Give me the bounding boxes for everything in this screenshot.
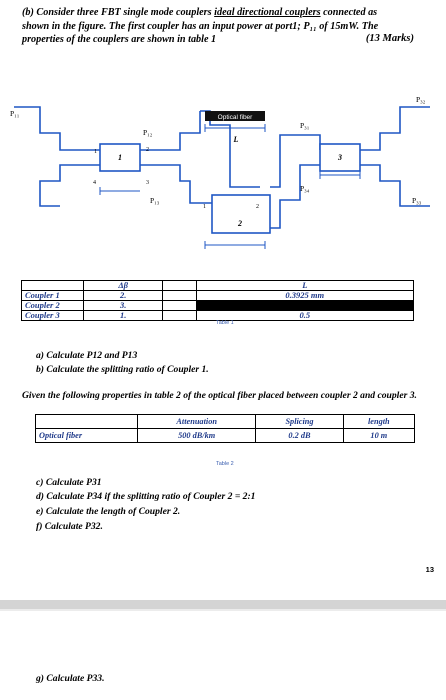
label-port-3: 3 [146, 180, 149, 186]
question-c: c) Calculate P31 [36, 477, 102, 488]
coupler-2-number: 2 [237, 219, 242, 228]
coupler-3-number: 3 [337, 153, 342, 162]
marks-label: (13 Marks) [365, 33, 414, 44]
label-p33: P₃₃ [412, 196, 422, 205]
label-p11: P₁₁ [10, 109, 20, 118]
label-port-1: 1 [94, 149, 97, 155]
table-2: Attenuation Splicing length Optical fibe… [35, 414, 416, 443]
label-port-2: 2 [146, 147, 149, 153]
question-line-1-end: connected as [320, 7, 378, 18]
label-p31: P₃₁ [300, 121, 310, 130]
header-length: length [342, 414, 416, 429]
label-p13: P₁₃ [150, 196, 160, 205]
label-p12: P₁₂ [143, 128, 153, 137]
question-underlined: ideal directional couplers [214, 7, 321, 18]
given-text: Given the following properties in table … [22, 390, 417, 401]
label-p32: P₃₂ [416, 95, 426, 104]
table-1-caption: Table 1 [216, 320, 234, 326]
label-c2-port-2: 2 [256, 204, 259, 210]
question-line-2: shown in the figure. The first coupler h… [22, 20, 379, 32]
question-text: (b) Consider three FBT single mode coupl… [22, 6, 432, 47]
table-2-header: Attenuation Splicing length [35, 414, 416, 429]
optical-fiber-label: Optical fiber [218, 114, 254, 121]
table-1: Δβ L Coupler 1 2. 0.3925 mm Coupler 2 3.… [21, 280, 415, 321]
redacted-cell [195, 300, 415, 311]
page-separator-shadow [0, 609, 446, 611]
table-row: Optical fiber 500 dB/km 0.2 dB 10 m [35, 428, 416, 443]
coupler-3-box [319, 143, 361, 172]
question-g: g) Calculate P33. [36, 673, 105, 684]
question-b: b) Calculate the splitting ratio of Coup… [36, 364, 209, 375]
table-row: Coupler 2 3. [21, 300, 415, 311]
question-f: f) Calculate P32. [36, 521, 103, 532]
table-row: Coupler 3 1. 0.5 [21, 310, 415, 321]
label-c2-port-1: 1 [203, 204, 206, 210]
optical-fiber-block [205, 111, 265, 121]
header-attenuation: Attenuation [136, 414, 257, 429]
table-2-caption: Table 2 [216, 461, 234, 467]
question-line-3: properties of the couplers are shown in … [22, 34, 217, 45]
fiber-lines [14, 106, 430, 229]
label-port-4: 4 [93, 180, 96, 186]
header-splicing: Splicing [255, 414, 344, 429]
question-e: e) Calculate the length of Coupler 2. [36, 506, 181, 517]
question-a: a) Calculate P12 and P13 [36, 350, 138, 361]
coupler-1-number: 1 [118, 153, 122, 162]
length-dimension [99, 124, 361, 249]
coupler-2-box [211, 194, 271, 234]
question-line-1: (b) Consider three FBT single mode coupl… [22, 7, 215, 18]
table-1-header: Δβ L [21, 280, 415, 291]
page-separator [0, 600, 446, 609]
port-labels: P₁₁ P₁₂ P₁₃ P₃₁ P₃₂ P₃₃ P₃₄ 1 2 3 4 1 2 [10, 95, 426, 210]
coupler-1-box [99, 143, 141, 172]
page-number: 13 [425, 565, 434, 574]
coupler-diagram: Optical fiber L 1 2 3 P₁₁ P₁₂ P₁₃ P₃₁ P₃… [10, 95, 430, 249]
length-L-label: L [233, 135, 239, 144]
question-d: d) Calculate P34 if the splitting ratio … [36, 491, 256, 502]
header-delta-beta: Δβ [82, 280, 164, 291]
table-row: Coupler 1 2. 0.3925 mm [21, 290, 415, 301]
header-length: L [195, 280, 415, 291]
label-p34: P₃₄ [300, 184, 310, 193]
